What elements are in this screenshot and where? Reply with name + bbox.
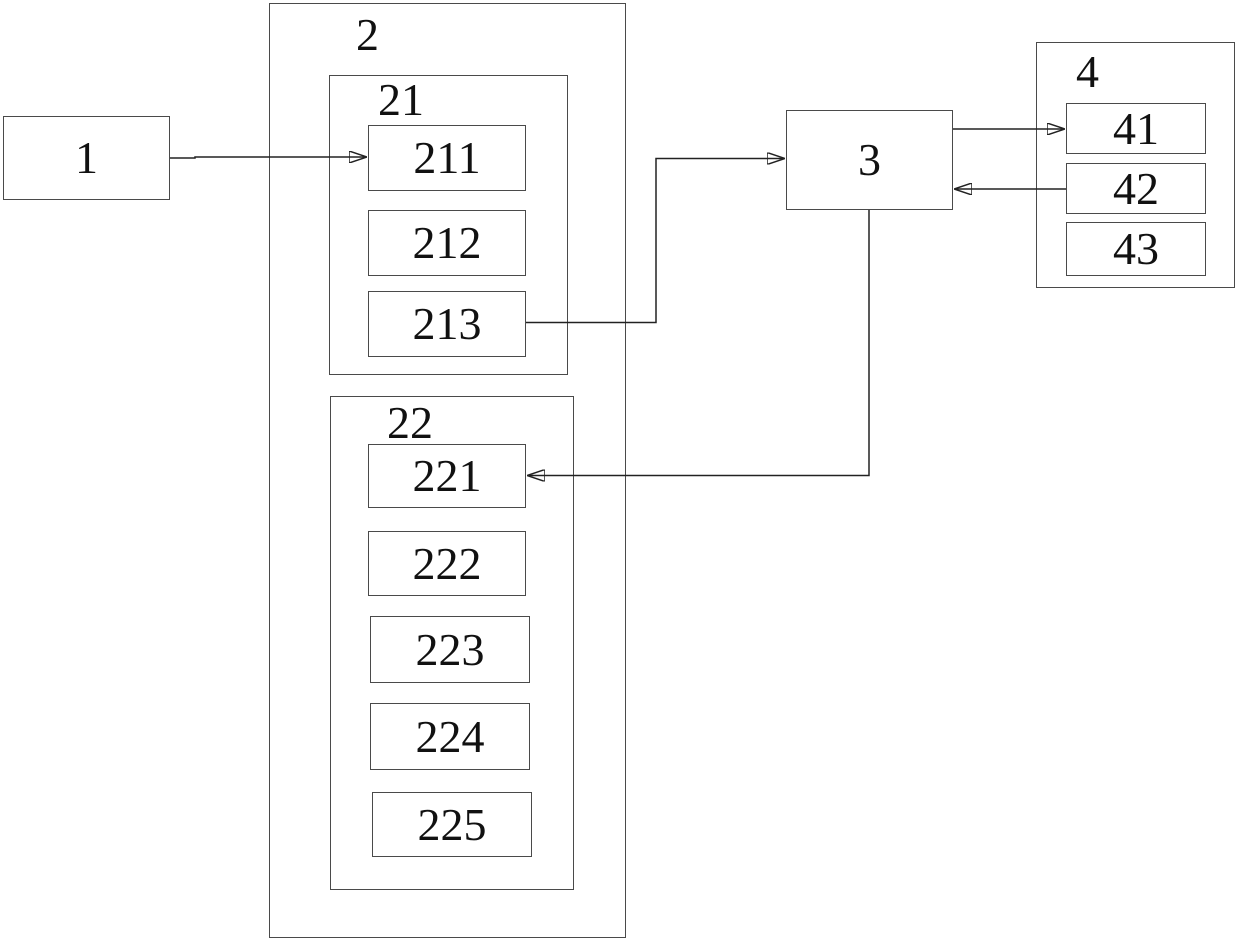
- node-43-label: 43: [1113, 223, 1159, 274]
- node-4-label: 4: [1076, 46, 1099, 97]
- node-223-box: 223: [370, 616, 530, 683]
- node-213-label: 213: [412, 298, 482, 349]
- node-42-label: 42: [1113, 162, 1159, 214]
- node-224-box: 224: [370, 703, 530, 770]
- node-222-label: 222: [412, 537, 482, 589]
- node-225-box: 225: [372, 792, 532, 857]
- node-22-label: 22: [387, 397, 433, 448]
- node-42-box: 42: [1066, 163, 1206, 214]
- node-2-label: 2: [356, 9, 379, 60]
- node-211-label: 211: [413, 132, 481, 183]
- node-3-box: 3: [786, 110, 953, 210]
- node-21-label: 21: [378, 74, 424, 125]
- node-225-label: 225: [417, 798, 487, 850]
- node-211-box: 211: [368, 125, 526, 191]
- node-1-box: 1: [3, 116, 170, 200]
- node-3-label: 3: [858, 134, 881, 185]
- node-41-label: 41: [1113, 102, 1159, 154]
- node-221-box: 221: [368, 444, 526, 508]
- node-212-box: 212: [368, 210, 526, 276]
- node-213-box: 213: [368, 291, 526, 357]
- node-224-label: 224: [415, 710, 485, 762]
- node-1-label: 1: [75, 132, 98, 183]
- node-223-label: 223: [415, 623, 485, 675]
- node-43-box: 43: [1066, 222, 1206, 276]
- node-212-label: 212: [412, 217, 482, 268]
- node-41-box: 41: [1066, 103, 1206, 154]
- node-221-label: 221: [412, 450, 482, 501]
- node-222-box: 222: [368, 531, 526, 596]
